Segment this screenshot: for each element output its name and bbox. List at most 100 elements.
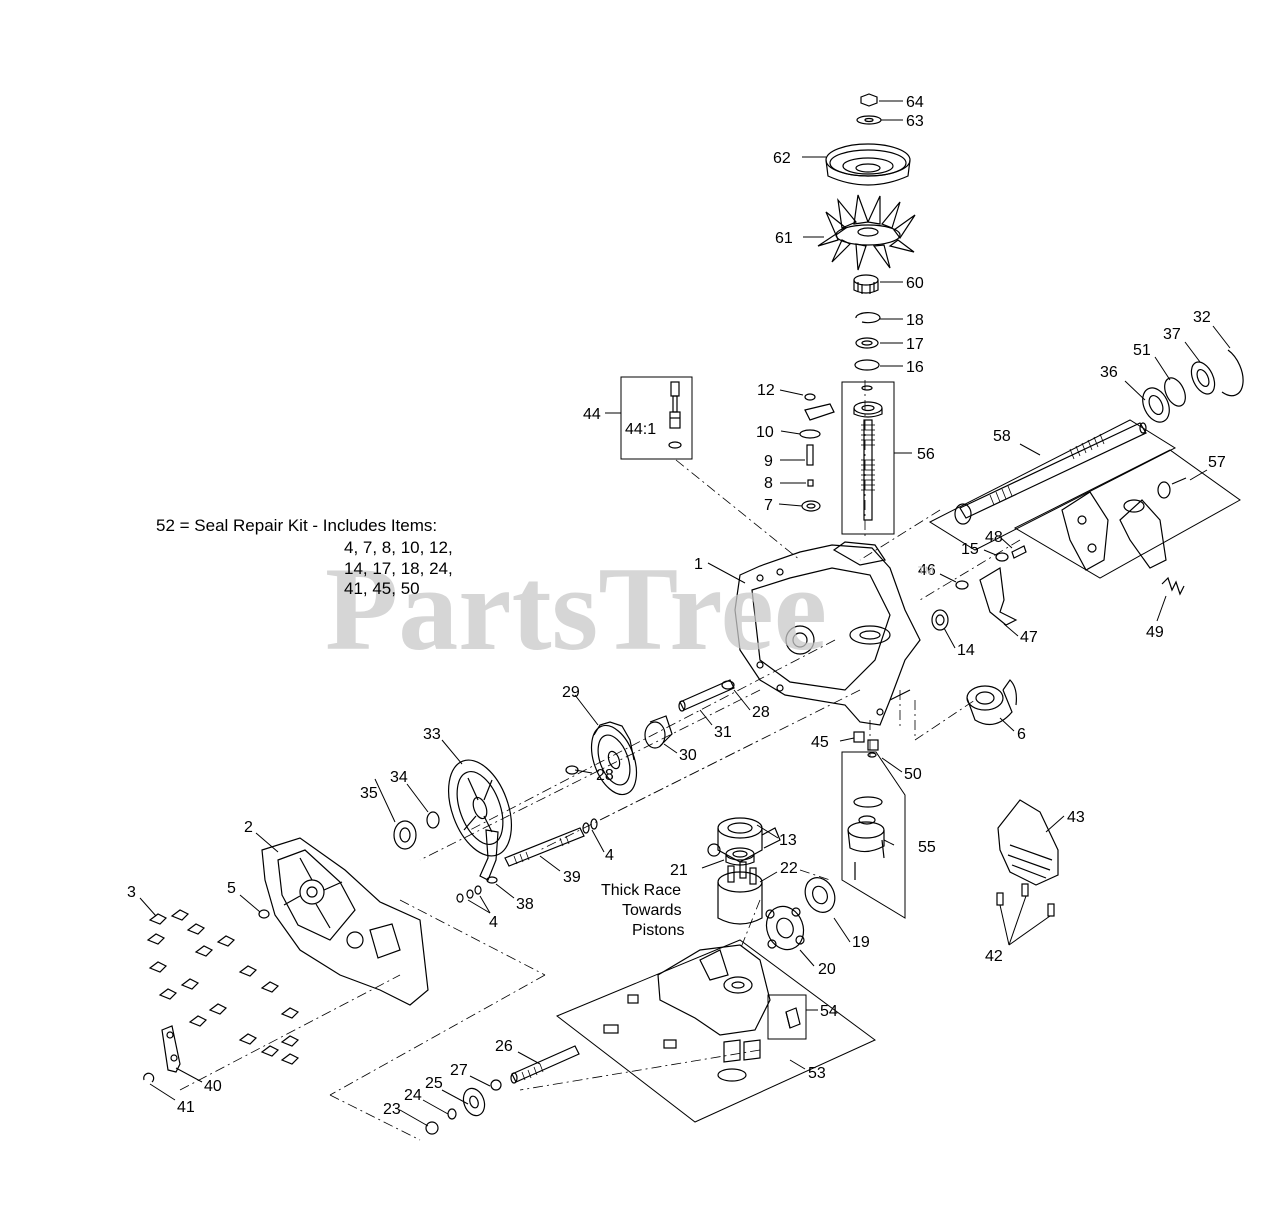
- side-cover-2: [261, 837, 429, 1006]
- cylinder-20: [765, 905, 805, 951]
- callout-16: 16: [906, 359, 924, 376]
- bracket-47: [979, 567, 1018, 626]
- box-58: [928, 419, 1177, 551]
- callout-54: 54: [820, 1003, 838, 1020]
- bearing-34: [426, 811, 440, 829]
- callout-22: 22: [780, 860, 798, 877]
- bearing-19: [804, 877, 836, 913]
- callout-34: 34: [390, 769, 408, 786]
- callout-4a: 4: [605, 847, 614, 864]
- callout-63: 63: [906, 113, 924, 130]
- sub-label-44-1: 44:1: [625, 421, 656, 438]
- callout-numbers: 64 63 62 61 60 18 17 16 32 37 51 36 12 4…: [127, 94, 1226, 1118]
- callout-39: 39: [563, 869, 581, 886]
- washer-63-shape: [856, 115, 882, 125]
- bolts-42: [996, 883, 1055, 917]
- washer-24: [447, 1108, 457, 1120]
- center-section-53: [603, 944, 801, 1082]
- box-53: [556, 939, 876, 1123]
- bearing-35: [393, 820, 417, 850]
- washer-27: [490, 1079, 502, 1091]
- fan-61-shape: [817, 194, 916, 271]
- race-note-line3: Pistons: [632, 922, 684, 939]
- arm-40: [161, 1025, 181, 1073]
- seal-kit-note-line2: 4, 7, 8, 10, 12,: [344, 538, 453, 557]
- shaft-26: [510, 1045, 580, 1084]
- seal-14: [931, 609, 949, 631]
- callout-6: 6: [1017, 726, 1026, 743]
- seal-17-shape: [855, 337, 879, 349]
- washer-51: [1164, 377, 1186, 407]
- pulley-stack: [817, 93, 916, 371]
- callout-20: 20: [818, 961, 836, 978]
- shift-38: [479, 829, 499, 884]
- ring-32: [1221, 349, 1244, 397]
- callout-44: 44: [583, 406, 601, 423]
- box-56: [841, 381, 895, 535]
- gear-33: [448, 759, 512, 857]
- callout-41: 41: [177, 1099, 195, 1116]
- callout-4b: 4: [489, 914, 498, 931]
- race-note-line1: Thick Race: [601, 882, 681, 899]
- callout-53: 53: [808, 1065, 826, 1082]
- callout-46: 46: [918, 562, 936, 579]
- assembly-boxes: [556, 376, 1241, 1123]
- box-44: [620, 376, 693, 460]
- callout-60: 60: [906, 275, 924, 292]
- bearing-36: [1142, 387, 1170, 423]
- valve-44: [668, 381, 682, 449]
- filter-6: [966, 679, 1017, 726]
- axle-58: [954, 422, 1147, 525]
- nut-64-shape: [860, 93, 878, 107]
- bushing-15: [995, 552, 1009, 562]
- spring-49: [1161, 576, 1185, 596]
- plug-50: [867, 739, 879, 751]
- callout-28b: 28: [596, 767, 614, 784]
- seal-37: [1190, 361, 1216, 395]
- callout-2: 2: [244, 819, 253, 836]
- partstree-watermark: PartsTree: [325, 542, 827, 675]
- callout-35: 35: [360, 785, 378, 802]
- callout-31: 31: [714, 724, 732, 741]
- brake-arm-57: [1061, 477, 1187, 571]
- seal-kit-note-line4: 41, 45, 50: [344, 579, 420, 598]
- callout-28a: 28: [752, 704, 770, 721]
- callout-64: 64: [906, 94, 924, 111]
- callout-8: 8: [764, 475, 773, 492]
- box-54: [767, 994, 807, 1040]
- callout-32: 32: [1193, 309, 1211, 326]
- callout-47: 47: [1020, 629, 1038, 646]
- callout-17: 17: [906, 336, 924, 353]
- callout-25: 25: [425, 1075, 443, 1092]
- callout-49: 49: [1146, 624, 1164, 641]
- callout-14: 14: [957, 642, 975, 659]
- callout-23: 23: [383, 1101, 401, 1118]
- race-note-line2: Towards: [622, 902, 682, 919]
- callout-30: 30: [679, 747, 697, 764]
- callout-13: 13: [779, 832, 797, 849]
- callout-42: 42: [985, 948, 1003, 965]
- callout-24: 24: [404, 1087, 422, 1104]
- shaft-39: [504, 827, 585, 867]
- callout-7: 7: [764, 497, 773, 514]
- washer-28b: [565, 765, 579, 775]
- callout-58: 58: [993, 428, 1011, 445]
- seal-kit-note-line3: 14, 17, 18, 24,: [344, 559, 453, 578]
- callout-38: 38: [516, 896, 534, 913]
- washer-5: [258, 909, 270, 919]
- watermark-trademark: TM: [918, 565, 934, 577]
- callout-19: 19: [852, 934, 870, 951]
- pinion-30: [644, 715, 673, 749]
- gear-25: [462, 1087, 486, 1117]
- hub-60-shape: [853, 274, 879, 294]
- callout-9: 9: [764, 453, 773, 470]
- callout-5: 5: [227, 880, 236, 897]
- callout-40: 40: [204, 1078, 222, 1095]
- leader-lines: [139, 100, 1231, 1127]
- callout-15: 15: [961, 541, 979, 558]
- guard-43: [997, 799, 1059, 886]
- callout-21: 21: [670, 862, 688, 879]
- ring-18-shape: [855, 312, 881, 324]
- box-57: [1013, 449, 1241, 579]
